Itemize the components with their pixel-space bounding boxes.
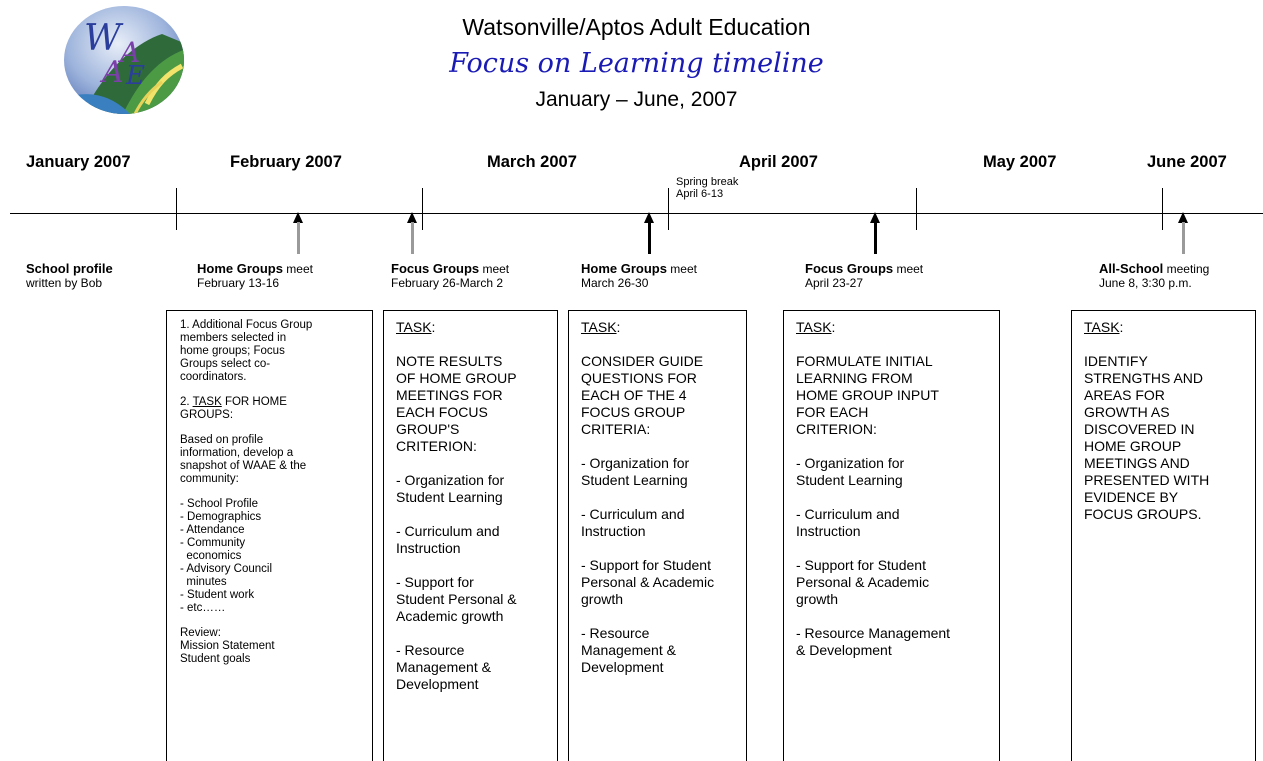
- month-june: June 2007: [1147, 153, 1227, 171]
- svg-text:A: A: [117, 36, 140, 69]
- svg-text:A: A: [99, 55, 124, 90]
- event-focus-groups-apr: Focus Groups meet April 23-27: [805, 261, 924, 291]
- event-home-groups-feb: Home Groups meet February 13-16: [197, 261, 313, 291]
- page-title: Watsonville/Aptos Adult Education: [462, 14, 811, 40]
- month-tick: [668, 188, 669, 230]
- event-home-groups-mar: Home Groups meet March 26-30: [581, 261, 697, 291]
- task-box-home-groups-feb: 1. Additional Focus Group members select…: [166, 310, 373, 761]
- month-april: April 2007: [739, 153, 818, 171]
- svg-text:W: W: [84, 18, 124, 59]
- spring-break-label: Spring break April 6-13: [676, 176, 739, 200]
- task-box-focus-groups-feb: TASK: NOTE RESULTS OF HOME GROUP MEETING…: [383, 310, 558, 761]
- event-focus-groups-feb: Focus Groups meet February 26-March 2: [391, 261, 510, 291]
- month-tick: [422, 188, 423, 230]
- task-box-all-school: TASK: IDENTIFY STRENGTHS AND AREAS FOR G…: [1071, 310, 1256, 761]
- month-may: May 2007: [983, 153, 1057, 171]
- month-february: February 2007: [230, 153, 342, 171]
- month-tick: [916, 188, 917, 230]
- task-box-focus-groups-apr: TASK: FORMULATE INITIAL LEARNING FROM HO…: [783, 310, 1000, 761]
- month-tick: [176, 188, 177, 230]
- month-march: March 2007: [487, 153, 577, 171]
- page-subtitle: Focus on Learning timeline: [449, 48, 824, 79]
- waae-logo: W A A E: [62, 4, 186, 116]
- svg-text:E: E: [125, 61, 145, 91]
- task-box-home-groups-mar: TASK: CONSIDER GUIDE QUESTIONS FOR EACH …: [568, 310, 747, 761]
- timeline-axis: [10, 213, 1263, 214]
- month-tick: [1162, 188, 1163, 230]
- event-school-profile: School profile written by Bob: [26, 261, 113, 291]
- date-range: January – June, 2007: [535, 88, 738, 111]
- event-all-school: All-School meeting June 8, 3:30 p.m.: [1099, 261, 1210, 291]
- month-january: January 2007: [26, 153, 131, 171]
